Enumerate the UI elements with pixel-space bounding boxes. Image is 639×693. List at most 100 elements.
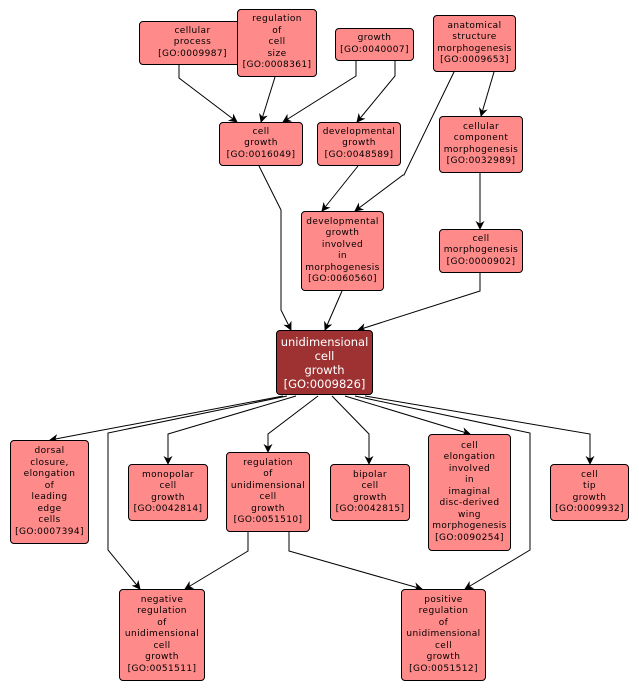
term-label-line: cell bbox=[460, 440, 479, 451]
go-id-label: [GO:0009932] bbox=[555, 504, 624, 514]
edge-GO0009826-to-GO0051512 bbox=[354, 395, 531, 590]
term-label-line: growth bbox=[151, 492, 185, 503]
term-label-line: elongation bbox=[443, 452, 496, 463]
edge-GO0009987-to-GO0016049 bbox=[178, 65, 238, 123]
term-label-line: in bbox=[337, 251, 347, 261]
term-label-line: cell bbox=[434, 640, 453, 651]
term-label-line: growth bbox=[426, 652, 461, 663]
term-label-line: cellular bbox=[462, 121, 500, 132]
go-id-label: [GO:0008361] bbox=[242, 60, 312, 71]
edge-GO0009826-to-GO0090254 bbox=[344, 395, 471, 436]
term-label-line: regulation bbox=[418, 606, 469, 617]
term-label-line: unidimensional bbox=[124, 629, 200, 640]
go-id-label: [GO:0009826] bbox=[283, 376, 366, 391]
term-label-line: cell bbox=[268, 37, 286, 48]
edge-GO0000902-to-GO0009826 bbox=[357, 273, 481, 332]
edge-GO0051510-to-GO0051511 bbox=[184, 532, 249, 590]
term-label-line: cellular bbox=[174, 25, 211, 36]
term-label-line: of bbox=[157, 617, 167, 628]
term-label-line: growth bbox=[353, 492, 387, 503]
go-id-label: [GO:0040007] bbox=[340, 44, 409, 55]
term-label-line: developmental bbox=[306, 216, 379, 227]
term-label-line: morphogenesis bbox=[437, 43, 512, 54]
term-label-line: in bbox=[464, 475, 474, 486]
term-label-line: leading bbox=[31, 492, 68, 502]
term-label-line: growth bbox=[145, 652, 179, 663]
go-id-label: [GO:0042814] bbox=[133, 504, 203, 514]
go-id-label: [GO:0042815] bbox=[335, 504, 405, 514]
term-label-line: monopolar bbox=[141, 469, 195, 480]
go-id-label: [GO:0009987] bbox=[158, 48, 227, 59]
term-label-line: unidimensional bbox=[230, 480, 306, 491]
edge-GO0009653-to-GO0032989 bbox=[478, 71, 495, 117]
term-label-line: of bbox=[272, 25, 282, 36]
term-label-line: involved bbox=[448, 463, 491, 474]
term-label-line: morphogenesis bbox=[443, 245, 519, 256]
go-id-label: [GO:0060560] bbox=[308, 274, 377, 284]
edge-GO0008361-to-GO0016049 bbox=[259, 76, 276, 123]
edge-GO0040007-to-GO0016049 bbox=[282, 61, 357, 123]
edge-GO0009826-to-GO0042815 bbox=[331, 395, 374, 465]
term-label-line: unidimensional bbox=[280, 334, 369, 349]
term-label-line: growth bbox=[325, 228, 360, 238]
go-id-label: [GO:0051510] bbox=[233, 515, 303, 525]
term-label-line: cell bbox=[361, 481, 379, 491]
edge-GO0051510-to-GO0051512 bbox=[288, 532, 423, 592]
term-label-line: involved bbox=[321, 239, 364, 250]
term-label-line: closure, bbox=[30, 457, 69, 468]
term-label-line: cell bbox=[259, 492, 277, 502]
term-label-line: process bbox=[173, 37, 212, 48]
edge-GO0009826-to-GO0051510 bbox=[263, 395, 319, 453]
term-label-line: cells bbox=[38, 515, 61, 525]
term-label-line: unidimensional bbox=[406, 629, 481, 640]
go-id-label: [GO:0090254] bbox=[435, 532, 504, 543]
term-label-line: growth bbox=[244, 138, 278, 149]
term-label-line: anatomical bbox=[447, 20, 502, 31]
term-label-line: tip bbox=[583, 481, 596, 491]
term-label-line: edge bbox=[37, 503, 62, 514]
edge-GO0009653-to-GO0060560 bbox=[354, 71, 455, 212]
term-label-line: cell bbox=[252, 126, 270, 137]
go-id-label: [GO:0000902] bbox=[446, 256, 516, 267]
term-label-line: morphogenesis bbox=[443, 144, 519, 155]
term-label-line: regulation bbox=[137, 606, 187, 617]
term-label-line: growth bbox=[572, 492, 607, 503]
edge-GO0009826-to-GO0042814 bbox=[163, 395, 297, 465]
term-label-line: growth bbox=[304, 362, 345, 377]
edge-GO0009826-to-GO0007394 bbox=[49, 395, 284, 443]
term-label-line: wing bbox=[458, 509, 481, 520]
edge-GO0060560-to-GO0009826 bbox=[324, 290, 343, 331]
edge-GO0040007-to-GO0048589 bbox=[356, 61, 396, 123]
term-label-line: of bbox=[263, 469, 273, 479]
term-label-line: disc-derived bbox=[439, 498, 500, 509]
go-id-label: [GO:0051512] bbox=[409, 663, 478, 674]
term-label-line: cell bbox=[159, 481, 177, 491]
term-label-line: morphogenesis bbox=[305, 262, 380, 273]
term-label-line: developmental bbox=[322, 126, 396, 137]
term-label-line: positive bbox=[424, 594, 463, 605]
go-id-label: [GO:0016049] bbox=[226, 149, 296, 160]
go-node-go0040007[interactable]: growth[GO:0040007] bbox=[335, 28, 414, 61]
term-label-line: dorsal bbox=[34, 446, 65, 456]
edge-GO0048589-to-GO0060560 bbox=[321, 165, 359, 212]
edge-GO0016049-to-GO0009826 bbox=[258, 165, 292, 331]
